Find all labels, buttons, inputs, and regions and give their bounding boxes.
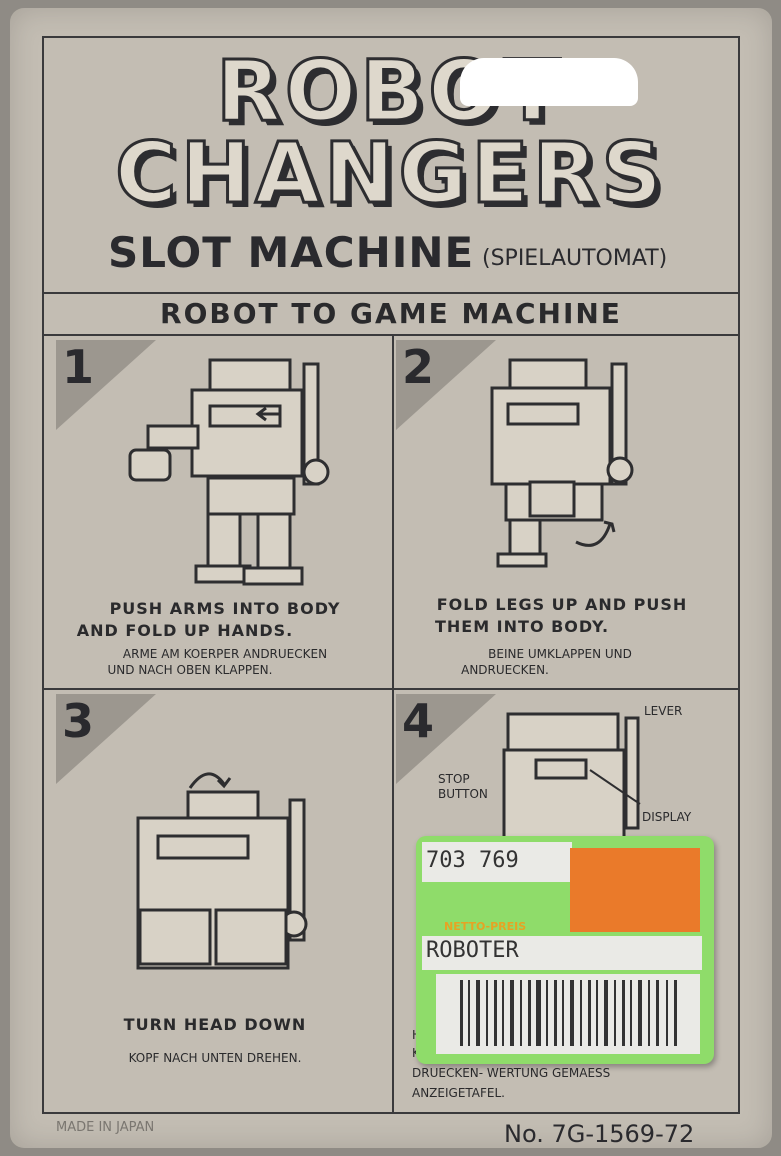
- robot-step-3-illustration: [136, 772, 308, 970]
- sticker-name-strip: [422, 936, 702, 970]
- instructions-title: ROBOT TO GAME MACHINE: [42, 292, 740, 336]
- grid-divider-vertical: [392, 336, 394, 1114]
- step-2-caption-line-2: THEM INTO BODY.: [434, 617, 610, 636]
- step-2-corner-shade: [396, 340, 496, 430]
- product-subtitle: SLOT MACHINE: [108, 228, 475, 277]
- step-4-text-line-2: K: [412, 1046, 420, 1061]
- card-border-frame: [42, 36, 740, 1114]
- step-3-corner-shade: [56, 694, 156, 784]
- robot-step-1-illustration: [128, 358, 330, 586]
- display-label: DISPLAY: [642, 810, 692, 824]
- step-4-number: 4: [402, 694, 435, 748]
- step-1-caption-line-1: PUSH ARMS INTO BODY: [109, 599, 341, 618]
- price-sticker: 703 769 NETTO-PREIS ROBOTER: [416, 836, 714, 1064]
- barcode-icon: [460, 980, 677, 1046]
- step-1-caption-german-2: UND NACH OBEN KLAPPEN.: [107, 663, 273, 677]
- sticker-price-box: [570, 848, 700, 932]
- made-in-japan-label: MADE IN JAPAN: [56, 1120, 155, 1135]
- product-subtitle-german: (SPIELAUTOMAT): [482, 246, 668, 271]
- step-2-caption-german-2: ANDRUECKEN.: [461, 663, 549, 677]
- step-4-text-line-4: ANZEIGETAFEL.: [412, 1086, 505, 1100]
- step-1-corner-shade: [56, 340, 156, 430]
- sticker-code-strip: [422, 842, 572, 882]
- sticker-netto-label: NETTO-PREIS: [444, 920, 527, 933]
- step-2-number: 2: [402, 340, 435, 394]
- lever-label: LEVER: [644, 704, 683, 718]
- step-2-caption-german-1: BEINE UMKLAPPEN UND: [488, 647, 632, 661]
- step-3-number: 3: [62, 694, 95, 748]
- sticker-product-name: ROBOTER: [426, 938, 519, 963]
- hang-hole: [460, 58, 638, 106]
- step-1-number: 1: [62, 340, 95, 394]
- stop-button-label-1: STOP: [438, 772, 470, 786]
- step-3-caption-line-1: TURN HEAD DOWN: [123, 1015, 307, 1034]
- step-4-corner-shade: [396, 694, 496, 784]
- slot-machine-illustration: [502, 712, 641, 848]
- sticker-article-code: 703 769: [426, 848, 519, 873]
- step-4-text-line-3: DRUECKEN- WERTUNG GEMAESS: [412, 1066, 611, 1080]
- logo-changers: CHANGERS: [114, 123, 666, 224]
- grid-divider-horizontal: [42, 688, 740, 690]
- step-1-caption-line-2: AND FOLD UP HANDS.: [76, 621, 294, 640]
- robot-step-2-illustration: [490, 358, 634, 568]
- product-number: No. 7G-1569-72: [504, 1120, 695, 1148]
- step-1-caption-german-1: ARME AM KOERPER ANDRUECKEN: [122, 647, 328, 661]
- step-3-caption-german-1: KOPF NACH UNTEN DREHEN.: [128, 1051, 302, 1065]
- step-2-caption-line-1: FOLD LEGS UP AND PUSH: [436, 595, 688, 614]
- stop-button-label-2: BUTTON: [438, 787, 488, 801]
